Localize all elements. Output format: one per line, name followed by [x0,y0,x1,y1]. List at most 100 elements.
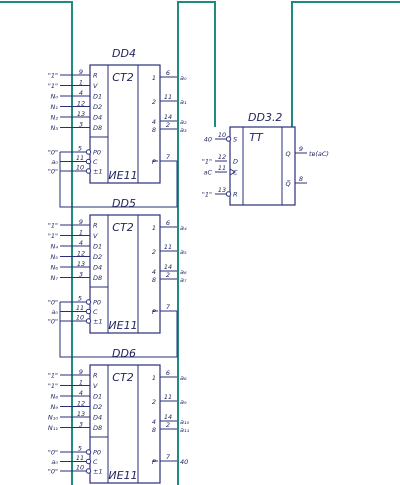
input-signal: "1" [202,158,212,166]
pin-number: 11 [76,304,84,312]
pin-number: 11 [76,154,84,162]
pin-label: D8 [93,274,102,282]
pin-number: 10 [76,464,84,472]
pin-label: ±1 [93,318,103,326]
pin-number: 12 [77,250,85,258]
input-signal: a₀ [51,458,58,466]
output-label: 8 [152,276,156,284]
input-signal: N₄ [51,243,59,251]
pin-label: D2 [93,103,102,111]
input-signal: N₁₀ [48,414,58,422]
inversion-bubble [85,149,92,155]
input-signal: N₁₁ [48,424,58,432]
output-label: 1 [152,74,156,82]
trigger-function: TT [249,131,264,144]
output-label: Q̅ [285,179,291,188]
chip-type: ИЕ11 [108,319,137,332]
output-label: Q [285,150,290,158]
inversion-bubble [85,449,92,455]
pin-label: D8 [93,424,102,432]
input-signal: N₇ [51,274,59,282]
output-signal: a₇ [180,276,187,284]
input-signal: "0" [48,149,58,157]
output-signal: 40 [180,458,188,466]
pin-number: 8 [299,175,303,183]
pin-number: 7 [166,303,171,311]
pin-label: R [93,72,98,80]
input-signal: N₈ [51,393,59,401]
pin-label: C [93,308,98,316]
pin-label: D [233,158,238,166]
pin-number: 9 [299,145,303,153]
output-label: P [152,458,156,466]
inversion-bubble [225,136,232,142]
carry-wire [59,152,178,208]
pin-number: 5 [78,445,82,453]
output-signal: a₁₁ [180,426,190,434]
pin-number: 11 [164,243,172,251]
chip-function: CT2 [112,71,133,84]
chip-body [89,64,161,184]
pin-label: P0 [93,299,101,307]
chip-title: DD6 [112,347,136,360]
output-signal: a₉ [180,398,187,406]
pin-label: D4 [93,264,102,272]
pin-number: 1 [79,79,83,87]
chip-type: ИЕ11 [108,469,137,482]
pin-label: R [93,222,98,230]
bus-left [0,1,73,485]
input-signal: "0" [48,468,58,476]
pin-number: 2 [166,121,170,129]
chip-title: DD4 [112,47,136,60]
pin-number: 9 [79,68,83,76]
input-signal: N₃ [51,124,59,132]
pin-number: 14 [164,413,172,421]
output-signal: tв(aС) [309,150,329,158]
bus-middle [177,1,216,485]
pin-label: D1 [93,393,102,401]
pin-label: P0 [93,449,101,457]
bus-right [291,1,400,190]
pin-number: 10 [76,314,84,322]
input-signal: "0" [48,449,58,457]
pin-label: S [233,136,237,144]
chip-function: CT2 [112,221,133,234]
pin-number: 6 [166,219,170,227]
chip-function: CT2 [112,371,133,384]
inversion-bubble [85,458,92,465]
pin-label: D4 [93,414,102,422]
output-label: 4 [152,268,156,276]
input-signal: a₀ [51,308,58,316]
pin-number: 9 [79,368,83,376]
pin-label: R [233,191,238,199]
inversion-bubble [85,168,92,174]
chip-body [89,364,161,484]
pin-label: ±1 [93,468,103,476]
inversion-bubble [225,191,232,197]
output-label: 8 [152,426,156,434]
pin-number: 14 [164,263,172,271]
pin-number: 11 [164,93,172,101]
pin-number: 6 [166,369,170,377]
pin-label: C [93,458,98,466]
pin-label: D2 [93,403,102,411]
input-signal: "1" [48,372,58,380]
pin-number: 5 [78,145,82,153]
carry-wire [59,302,178,358]
pin-number: 4 [79,389,83,397]
pin-number: 13 [77,260,85,268]
pin-number: 3 [79,271,83,279]
output-signal: a₂ [180,118,187,126]
pin-number: 6 [166,69,170,77]
pin-number: 13 [218,186,226,194]
input-signal: "1" [48,222,58,230]
output-label: 4 [152,418,156,426]
pin-label: V [93,382,98,390]
pin-number: 12 [77,400,85,408]
input-signal: "0" [48,318,58,326]
pin-label: D8 [93,124,102,132]
pin-label: P0 [93,149,101,157]
